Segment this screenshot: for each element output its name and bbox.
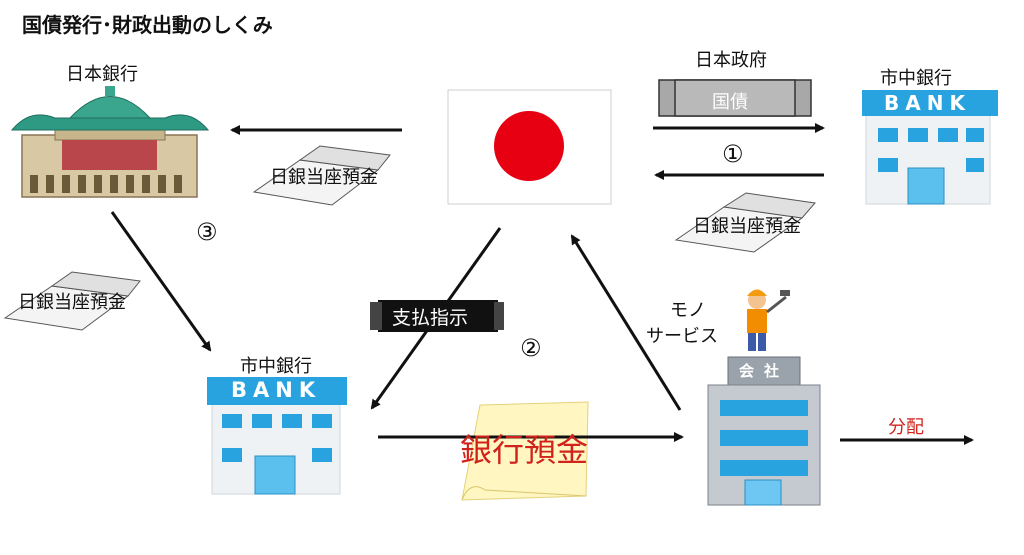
bank-bottom-left-icon	[207, 377, 347, 495]
arrow-order-to-bank	[370, 227, 502, 410]
passbook-left-icon	[3, 271, 141, 331]
arrow-goods-to-gov	[570, 234, 682, 411]
distribution-label: 分配	[888, 417, 924, 438]
payment-order-label: 支払指示	[392, 307, 469, 329]
bond-label: 国債	[712, 92, 748, 113]
boj-label: 日本銀行	[66, 64, 138, 85]
boj-building-icon	[10, 86, 210, 198]
government-label: 日本政府	[695, 50, 767, 71]
flow-arrows	[110, 123, 974, 445]
boj-account-top-label: 日銀当座預金	[270, 167, 378, 188]
passbook-top-icon	[252, 145, 391, 206]
bank-bottom-label: 市中銀行	[240, 356, 312, 377]
company-sign: 会社	[739, 362, 790, 380]
step-1-marker: ①	[722, 140, 744, 168]
deposit-document-icon	[461, 401, 589, 501]
government-bond-icon	[658, 79, 812, 117]
boj-account-right-label: 日銀当座預金	[693, 216, 801, 237]
bank-top-sign: BANK	[884, 91, 971, 115]
worker-icon	[747, 289, 790, 351]
bank-bottom-sign: BANK	[231, 378, 322, 402]
arrow-boj-to-bank	[110, 211, 212, 352]
step-3-marker: ③	[196, 218, 218, 246]
japan-flag-icon	[447, 89, 612, 205]
bank-top-right-icon	[862, 90, 998, 205]
bank-top-label: 市中銀行	[880, 68, 952, 89]
step-2-marker: ②	[520, 334, 542, 362]
company-building-icon	[707, 356, 821, 506]
bank-deposit-label: 銀行預金	[460, 431, 589, 469]
goods-label-line1: モノ	[670, 300, 706, 321]
passbook-right-icon	[674, 192, 816, 253]
boj-account-left-label: 日銀当座預金	[18, 292, 126, 313]
diagram-title: 国債発行･財政出動のしくみ	[22, 13, 273, 37]
goods-label-line2: サービス	[646, 326, 718, 347]
